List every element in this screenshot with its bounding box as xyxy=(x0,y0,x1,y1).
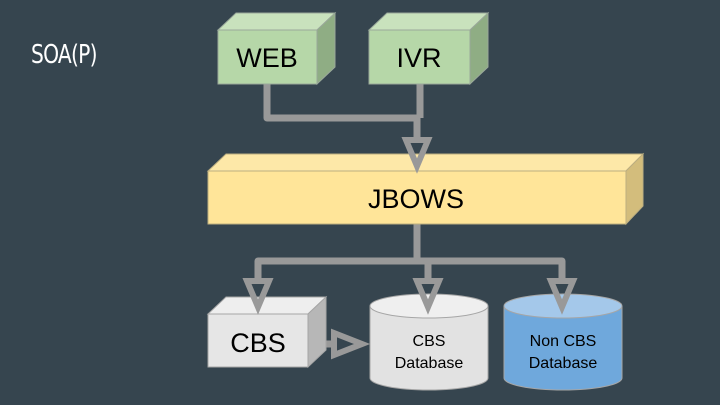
arrowhead-cbs-to-cbs-database xyxy=(331,328,371,360)
edge-web-jbows xyxy=(263,84,421,138)
arrowhead-to-non-cbs-database xyxy=(546,278,578,315)
connectors xyxy=(254,84,566,348)
node-cbs-database-label-1: CBS xyxy=(413,333,446,350)
node-non-cbs-database-label-2: Database xyxy=(529,355,598,372)
node-cbs-database[interactable]: CBS Database xyxy=(369,293,489,391)
node-ivr[interactable]: IVR xyxy=(367,11,490,86)
node-cbs-label: CBS xyxy=(230,328,286,358)
node-web[interactable]: WEB xyxy=(216,11,337,86)
node-non-cbs-database[interactable]: Non CBS Database xyxy=(503,293,623,391)
slide-title: SOA(P) xyxy=(31,40,98,70)
node-non-cbs-database-label-1: Non CBS xyxy=(530,333,597,350)
node-jbows-label: JBOWS xyxy=(368,184,464,214)
node-ivr-label: IVR xyxy=(396,43,441,73)
arrowhead-to-cbs xyxy=(242,278,274,315)
node-cbs[interactable]: CBS xyxy=(206,295,328,369)
edge-jbows-noncbsdb xyxy=(428,257,566,280)
arrowhead-to-jbows xyxy=(401,137,433,174)
node-jbows[interactable]: JBOWS xyxy=(206,152,645,226)
arrowhead-to-cbs-database xyxy=(412,278,444,315)
node-web-label: WEB xyxy=(236,43,298,73)
edge-jbows-cbs xyxy=(254,224,421,280)
edge-jbows-cbsdb xyxy=(417,257,432,280)
node-cbs-database-label-2: Database xyxy=(395,355,464,372)
